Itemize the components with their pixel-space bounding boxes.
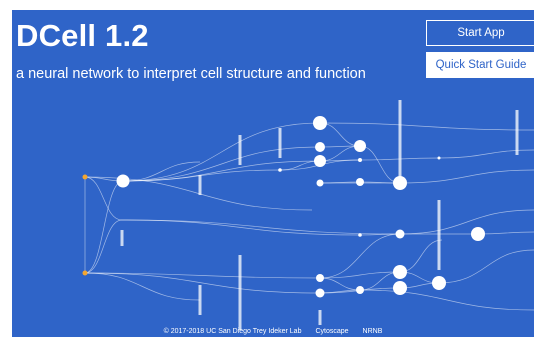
network-node xyxy=(393,265,407,279)
network-edge xyxy=(319,277,361,291)
feature-bar xyxy=(238,255,242,330)
network-node xyxy=(471,227,485,241)
input-node xyxy=(82,270,88,276)
feature-bar xyxy=(278,128,282,158)
network-edge xyxy=(399,169,534,184)
feature-bar xyxy=(238,135,242,165)
network-node xyxy=(395,229,405,239)
network-edge xyxy=(84,272,321,294)
nrnb-link[interactable]: NRNB xyxy=(362,328,383,335)
app-title: DCell 1.2 xyxy=(16,18,149,53)
network-edge xyxy=(84,219,123,274)
network-node xyxy=(116,174,130,188)
network-node xyxy=(354,140,366,152)
feature-bar xyxy=(120,230,124,246)
network-node xyxy=(316,179,324,187)
network-node xyxy=(393,176,407,190)
network-node xyxy=(316,274,324,282)
network-edge xyxy=(84,176,123,221)
feature-bar xyxy=(318,310,322,325)
network-node xyxy=(315,288,325,298)
network-node xyxy=(314,155,326,167)
feature-bar xyxy=(515,110,519,155)
network-edge xyxy=(121,219,401,235)
network-node xyxy=(432,276,446,290)
network-edge xyxy=(84,272,321,279)
network-edge xyxy=(438,249,534,284)
footer: © 2017-2018 UC San Diego Trey Ideker Lab… xyxy=(12,327,534,337)
network-edge xyxy=(84,180,124,274)
copyright-text: © 2017-2018 UC San Diego Trey Ideker Lab xyxy=(163,328,302,335)
feature-bar xyxy=(198,175,202,195)
network-edge xyxy=(438,149,534,159)
quick-start-guide-button[interactable]: Quick Start Guide xyxy=(426,52,534,78)
network-edge xyxy=(319,233,401,279)
feature-bar xyxy=(437,200,441,270)
network-edge xyxy=(122,122,321,182)
network-node xyxy=(437,156,441,160)
network-edge xyxy=(399,209,534,235)
network-node xyxy=(356,286,364,294)
app-subtitle: a neural network to interpret cell struc… xyxy=(16,66,366,82)
network-edge xyxy=(319,271,401,279)
network-node xyxy=(356,178,364,186)
network-node xyxy=(278,168,282,172)
network-edge xyxy=(122,146,321,182)
network-edge xyxy=(359,289,534,311)
network-edge xyxy=(319,122,534,131)
network-node xyxy=(358,233,362,237)
input-node xyxy=(82,174,88,180)
cytoscape-link[interactable]: Cytoscape xyxy=(315,328,349,335)
network-node xyxy=(393,281,407,295)
network-edge xyxy=(84,272,201,301)
feature-bar xyxy=(198,285,202,315)
network-node xyxy=(313,116,327,130)
network-node xyxy=(315,142,325,152)
network-node xyxy=(358,158,362,162)
feature-bar xyxy=(398,100,402,180)
hero-banner: DCell 1.2 a neural network to interpret … xyxy=(12,10,534,337)
network-edge xyxy=(122,161,201,182)
start-app-button[interactable]: Start App xyxy=(426,20,534,46)
